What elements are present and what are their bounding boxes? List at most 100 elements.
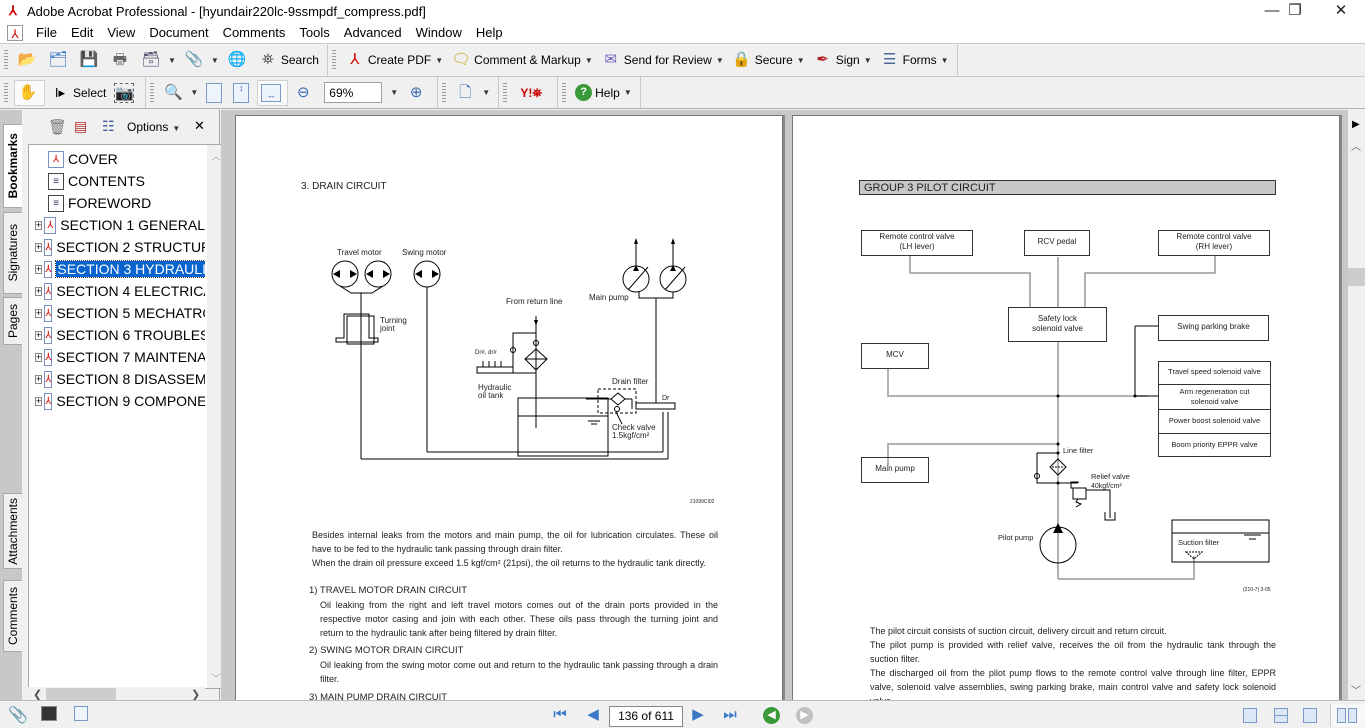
- next-view-button[interactable]: ▶: [796, 707, 813, 724]
- toolbar-grip[interactable]: [4, 82, 8, 103]
- hand-tool-button[interactable]: ✋: [14, 79, 45, 106]
- organizer-button[interactable]: 🗂: [45, 47, 74, 73]
- email-button[interactable]: 🌐: [224, 47, 253, 73]
- rotate-view-button[interactable]: 🗋▼: [452, 80, 493, 106]
- toolbar-grip[interactable]: [442, 82, 447, 103]
- bookmark-item[interactable]: +⅄SECTION 4 ELECTRICAL: [29, 280, 205, 302]
- bookmark-item[interactable]: +⅄SECTION 9 COMPONENT: [29, 390, 205, 412]
- attachment-paperclip-icon[interactable]: 📎: [8, 707, 28, 724]
- menu-view[interactable]: View: [107, 25, 136, 40]
- send-review-button[interactable]: ✉Send for Review▼: [598, 47, 727, 73]
- secure-button[interactable]: 🔒Secure▼: [729, 47, 808, 73]
- document-icon[interactable]: ⅄: [7, 24, 23, 41]
- sign-button[interactable]: ✒Sign▼: [810, 47, 875, 73]
- restore-button[interactable]: ❐: [1288, 2, 1302, 19]
- bookmark-item[interactable]: +⅄SECTION 7 MAINTENANCE: [29, 346, 205, 368]
- new-bookmark-icon[interactable]: ▤: [74, 118, 88, 134]
- help-button[interactable]: ?Help▼: [572, 80, 635, 106]
- minimize-button[interactable]: —: [1264, 2, 1280, 19]
- yahoo-search-button[interactable]: Y!⛯: [513, 80, 552, 106]
- toolbar-grip[interactable]: [150, 82, 155, 103]
- zoom-in-button[interactable]: ⊕: [403, 80, 432, 106]
- bookmark-item[interactable]: +⅄SECTION 2 STRUCTURE: [29, 236, 205, 258]
- document-view[interactable]: 3. DRAIN CIRCUIT: [221, 110, 1348, 700]
- facing-layout-button[interactable]: [1330, 704, 1365, 727]
- tab-comments[interactable]: Comments: [3, 580, 22, 652]
- attach-button[interactable]: 📎▼: [181, 47, 222, 73]
- tab-pages[interactable]: Pages: [3, 297, 22, 345]
- scroll-up-icon[interactable]: ︿: [1351, 142, 1361, 153]
- scroll-down-icon[interactable]: ﹀: [1351, 686, 1361, 697]
- previous-page-button[interactable]: ◀: [587, 706, 599, 723]
- trash-icon[interactable]: 🗑: [48, 119, 68, 136]
- last-page-button[interactable]: ⏭: [723, 706, 737, 723]
- menu-document[interactable]: Document: [149, 25, 209, 40]
- close-panel-button[interactable]: ✕: [194, 118, 205, 133]
- expand-icon[interactable]: +: [35, 307, 43, 318]
- scroll-right-icon[interactable]: ❯: [191, 689, 201, 701]
- fit-width-button[interactable]: ↔: [257, 79, 289, 106]
- bookmark-item[interactable]: +⅄SECTION 1 GENERAL: [29, 214, 205, 236]
- menu-tools[interactable]: Tools: [299, 25, 330, 40]
- next-page-button[interactable]: ▶: [692, 706, 704, 723]
- fit-page-button[interactable]: ↕: [230, 80, 255, 106]
- print-button[interactable]: 🖶: [107, 47, 136, 73]
- toolbar-grip[interactable]: [503, 82, 508, 103]
- zoom-dropdown[interactable]: ▼: [383, 80, 401, 106]
- tab-bookmarks[interactable]: Bookmarks: [3, 124, 22, 208]
- full-screen-icon[interactable]: [41, 706, 57, 721]
- zoom-input[interactable]: 69%: [324, 82, 383, 103]
- menu-edit[interactable]: Edit: [70, 25, 94, 40]
- tasks-button[interactable]: 🗃▼: [138, 47, 179, 73]
- minimize-panel-icon[interactable]: [74, 706, 88, 721]
- actual-size-button[interactable]: [203, 80, 228, 106]
- menu-window[interactable]: Window: [415, 25, 462, 40]
- bookmark-item[interactable]: +⅄SECTION 6 TROUBLESHOOTING: [29, 324, 205, 346]
- bookmarks-vertical-scrollbar[interactable]: ︿ ﹀: [207, 145, 224, 688]
- save-button[interactable]: 💾: [76, 47, 105, 73]
- continuous-layout-icon[interactable]: [1274, 708, 1288, 723]
- expand-icon[interactable]: +: [35, 285, 43, 296]
- toolbar-grip[interactable]: [4, 50, 8, 70]
- document-vertical-scrollbar[interactable]: ▶ ︿ ﹀: [1348, 110, 1365, 700]
- tab-signatures[interactable]: Signatures: [3, 212, 22, 294]
- bookmark-item[interactable]: +⅄SECTION 3 HYDRAULIC: [29, 258, 205, 280]
- zoom-tool-button[interactable]: 🔍▼: [160, 80, 201, 106]
- menu-help[interactable]: Help: [475, 25, 503, 40]
- create-pdf-button[interactable]: ⅄Create PDF▼: [342, 47, 446, 73]
- toolbar-grip[interactable]: [562, 82, 567, 103]
- expand-icon[interactable]: +: [35, 219, 43, 230]
- zoom-out-button[interactable]: ⊖: [290, 80, 319, 106]
- snapshot-button[interactable]: 📷: [111, 80, 140, 106]
- expand-icon[interactable]: +: [35, 395, 43, 406]
- continuous-facing-layout-icon[interactable]: [1303, 708, 1317, 723]
- scroll-thumb[interactable]: [1348, 268, 1365, 286]
- scroll-left-icon[interactable]: ❮: [33, 689, 43, 701]
- single-page-layout-icon[interactable]: [1243, 708, 1257, 723]
- search-button[interactable]: ⛯Search: [255, 47, 322, 73]
- scroll-up-icon[interactable]: ︿: [211, 152, 221, 163]
- open-button[interactable]: 📂: [14, 47, 43, 73]
- scroll-thumb[interactable]: [46, 688, 116, 703]
- expand-icon[interactable]: +: [35, 329, 43, 340]
- scroll-down-icon[interactable]: ﹀: [211, 674, 221, 685]
- expand-bookmark-icon[interactable]: ☷: [102, 118, 115, 134]
- bookmarks-horizontal-scrollbar[interactable]: ❮ ❯: [28, 687, 205, 704]
- options-menu[interactable]: Options▼: [127, 120, 180, 134]
- expand-icon[interactable]: +: [35, 351, 43, 362]
- comment-markup-button[interactable]: 🗨Comment & Markup▼: [448, 47, 596, 73]
- select-tool-button[interactable]: I▸Select: [47, 80, 109, 106]
- bookmark-item[interactable]: +⅄SECTION 5 MECHATRONICS: [29, 302, 205, 324]
- bookmark-item[interactable]: ⅄COVER: [29, 148, 205, 170]
- bookmark-item[interactable]: ≡CONTENTS: [29, 170, 205, 192]
- bookmark-item[interactable]: ≡FOREWORD: [29, 192, 205, 214]
- expand-icon[interactable]: +: [35, 263, 43, 274]
- menu-file[interactable]: File: [36, 25, 57, 40]
- expand-panel-arrow-icon[interactable]: ▶: [1352, 119, 1360, 130]
- close-button[interactable]: ✕: [1334, 2, 1348, 19]
- page-number-input[interactable]: 136 of 611: [609, 706, 683, 727]
- previous-view-button[interactable]: ◀: [763, 707, 780, 724]
- toolbar-grip[interactable]: [331, 50, 336, 70]
- menu-advanced[interactable]: Advanced: [343, 25, 402, 40]
- first-page-button[interactable]: ⏮: [553, 706, 567, 723]
